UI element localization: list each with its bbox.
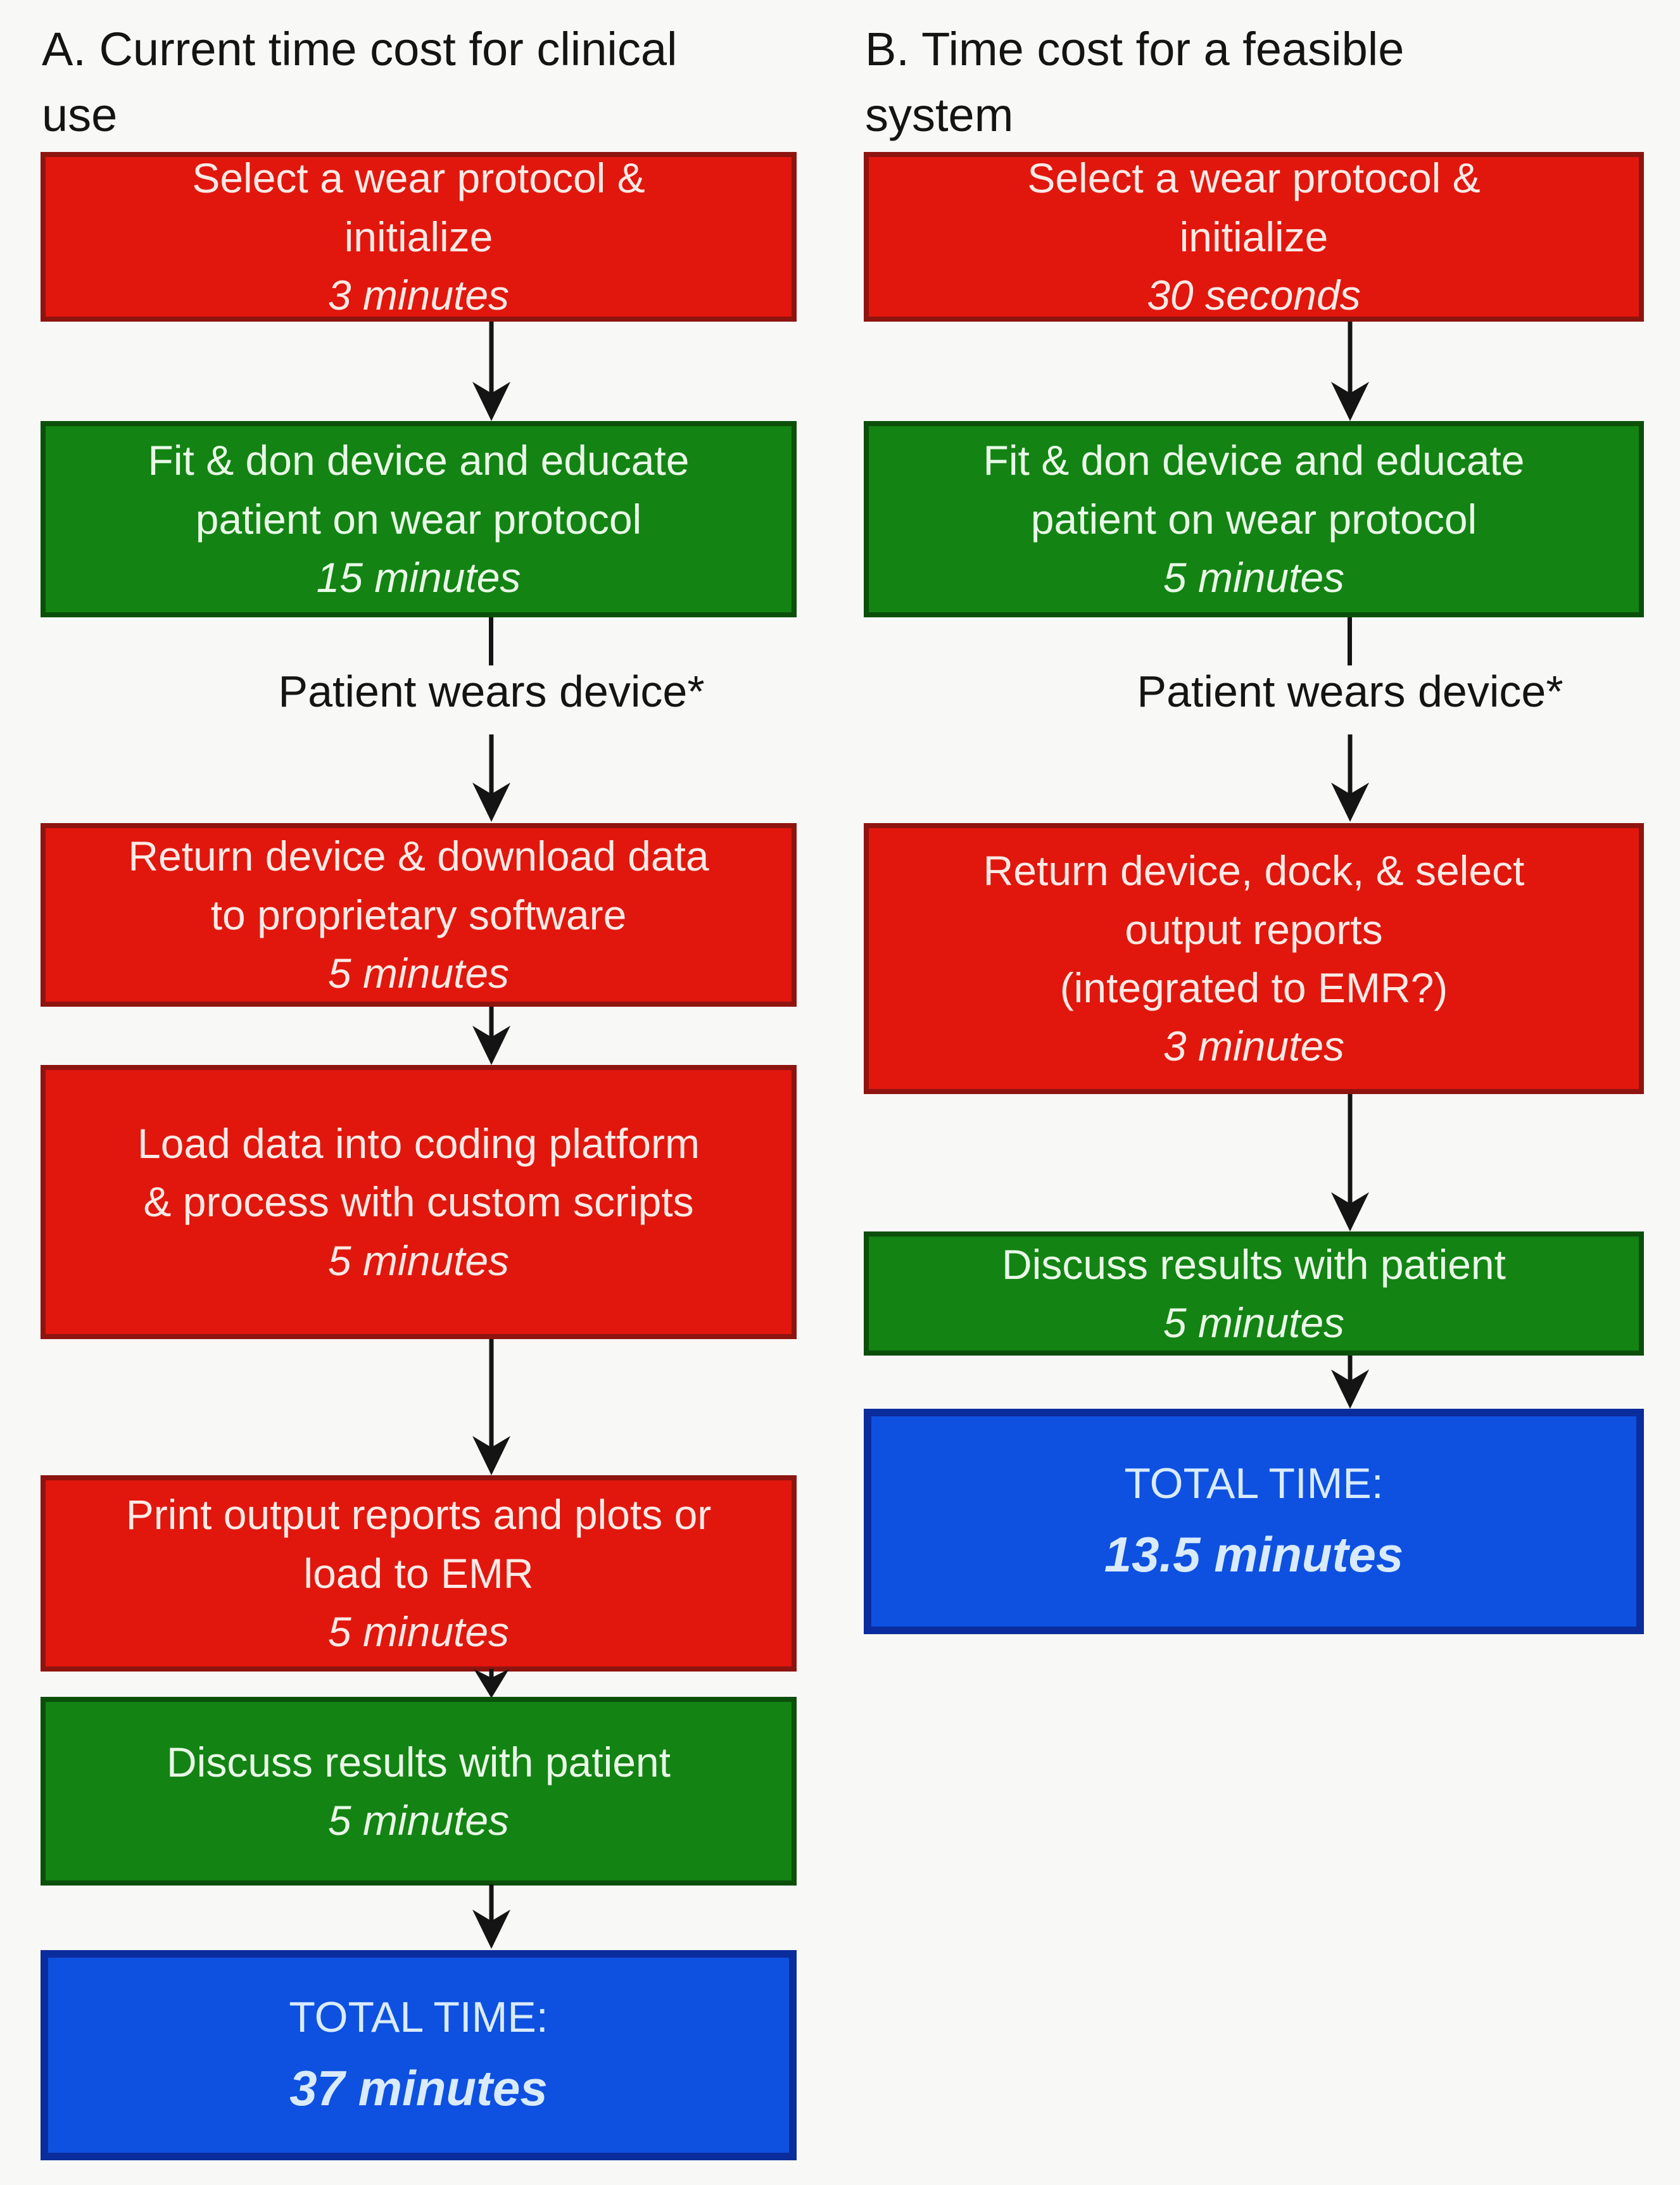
box-time: 5 minutes — [327, 1608, 510, 1656]
box-b-return-dock-select: Return device, dock, & select output rep… — [864, 823, 1644, 1094]
connector-line — [1348, 617, 1352, 665]
box-a-select-wear-protocol: Select a wear protocol & initialize 3 mi… — [41, 152, 797, 322]
total-time-label: TOTAL TIME: — [1124, 1459, 1384, 1508]
box-text-line: to proprietary software — [210, 891, 627, 938]
panel-b-title: B. Time cost for a feasible system — [865, 16, 1638, 148]
box-text-line: patient on wear protocol — [195, 495, 642, 543]
down-arrow — [1331, 734, 1369, 822]
total-time-label: TOTAL TIME: — [289, 1993, 548, 2041]
box-text-line: & process with custom scripts — [143, 1178, 694, 1226]
box-time: 5 minutes — [327, 1237, 510, 1284]
box-a-load-data-coding: Load data into coding platform & process… — [41, 1065, 797, 1339]
connector-line — [489, 617, 493, 665]
box-time: 5 minutes — [327, 950, 510, 997]
patient-wears-label-a: Patient wears device* — [278, 667, 705, 716]
total-time-value: 13.5 minutes — [1104, 1527, 1404, 1582]
box-text-line: initialize — [344, 213, 493, 260]
box-text-line: Select a wear protocol & — [192, 154, 645, 202]
down-arrow — [1331, 1094, 1369, 1231]
box-text-line: Fit & don device and educate — [983, 437, 1525, 484]
down-arrow — [1331, 322, 1369, 421]
box-text-line: (integrated to EMR?) — [1059, 964, 1448, 1011]
panel-a-title-line1: A. Current time cost for clinical — [42, 23, 678, 75]
box-b-fit-don-device: Fit & don device and educate patient on … — [864, 421, 1644, 617]
box-time: 15 minutes — [316, 554, 521, 601]
box-text-line: Load data into coding platform — [137, 1119, 700, 1167]
box-text-line: initialize — [1179, 213, 1329, 260]
box-time: 5 minutes — [1163, 554, 1345, 601]
box-time: 3 minutes — [327, 272, 510, 319]
box-text-line: Fit & don device and educate — [148, 437, 690, 484]
box-b-select-wear-protocol: Select a wear protocol & initialize 30 s… — [864, 152, 1644, 322]
panel-b-title-line2: system — [865, 88, 1014, 141]
box-text-line: patient on wear protocol — [1030, 495, 1477, 543]
down-arrow — [472, 734, 510, 822]
box-text-line: Return device & download data — [128, 833, 709, 880]
box-text-line: Discuss results with patient — [167, 1738, 671, 1785]
down-arrow — [472, 322, 510, 421]
panel-b-title-line1: B. Time cost for a feasible — [865, 23, 1405, 75]
box-text-line: Return device, dock, & select — [983, 847, 1525, 895]
box-time: 5 minutes — [1163, 1299, 1345, 1346]
box-a-total-time: TOTAL TIME: 37 minutes — [41, 1950, 797, 2160]
down-arrow — [472, 1007, 510, 1065]
box-time: 5 minutes — [327, 1797, 510, 1844]
box-text-line: output reports — [1125, 905, 1383, 953]
down-arrow — [1331, 1356, 1369, 1409]
box-text-line: Discuss results with patient — [1002, 1240, 1506, 1288]
box-time: 30 seconds — [1147, 272, 1361, 319]
box-a-fit-don-device: Fit & don device and educate patient on … — [41, 421, 797, 617]
panel-a-title: A. Current time cost for clinical use — [42, 16, 789, 148]
down-arrow — [472, 1339, 510, 1475]
down-arrow — [472, 1884, 510, 1949]
box-text-line: load to EMR — [303, 1549, 534, 1597]
box-a-print-reports: Print output reports and plots or load t… — [41, 1475, 797, 1672]
patient-wears-label-b: Patient wears device* — [1137, 667, 1563, 716]
box-time: 3 minutes — [1163, 1023, 1345, 1070]
panel-a-title-line2: use — [42, 88, 118, 141]
down-arrow — [474, 1669, 509, 1698]
box-b-total-time: TOTAL TIME: 13.5 minutes — [864, 1409, 1644, 1634]
box-a-discuss-results: Discuss results with patient 5 minutes — [41, 1697, 797, 1886]
box-text-line: Select a wear protocol & — [1027, 154, 1481, 202]
box-b-discuss-results: Discuss results with patient 5 minutes — [864, 1231, 1644, 1356]
box-text-line: Print output reports and plots or — [125, 1491, 712, 1539]
total-time-value: 37 minutes — [289, 2060, 548, 2116]
box-a-return-device-download: Return device & download data to proprie… — [41, 823, 797, 1007]
